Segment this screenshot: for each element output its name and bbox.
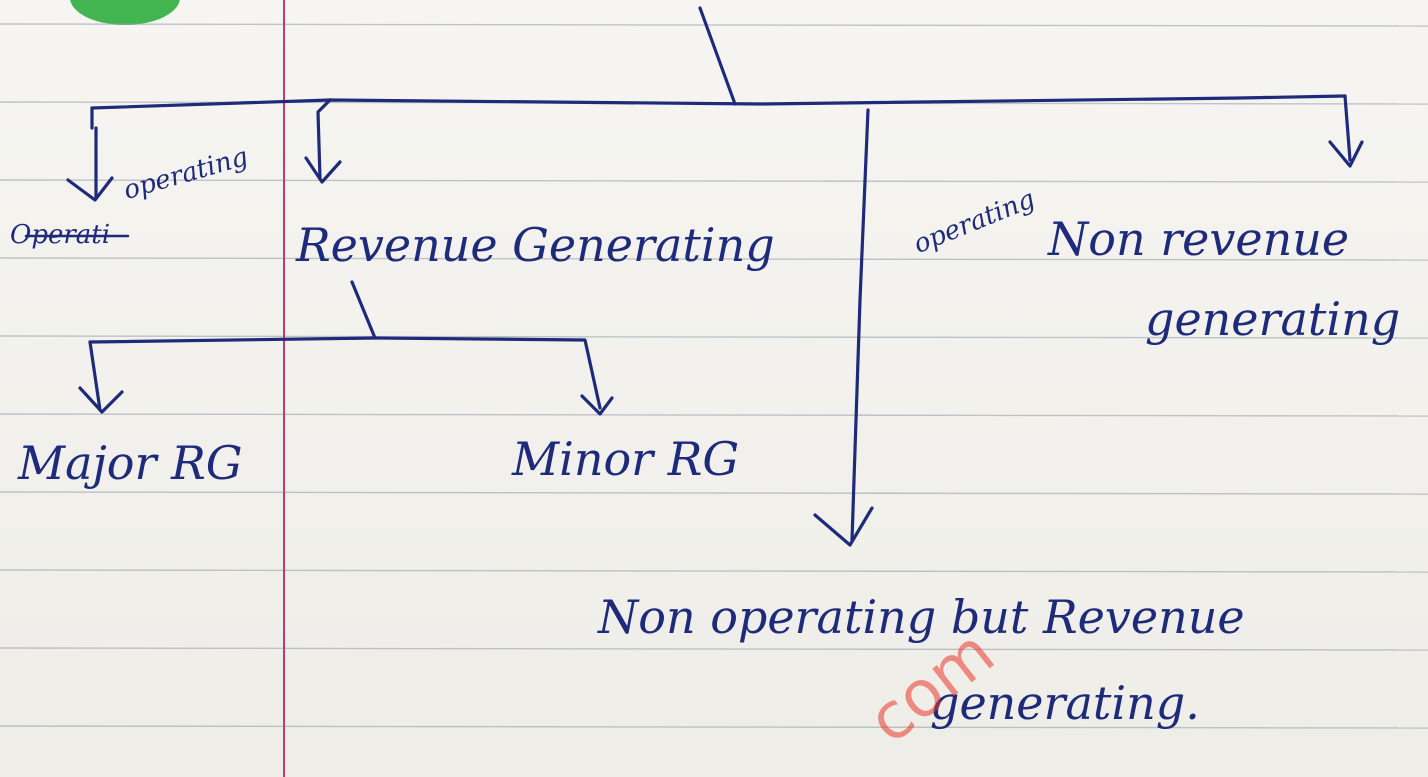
ruled-line (0, 569, 1428, 573)
minor-arrowhead (580, 394, 614, 416)
ruled-line (0, 647, 1428, 651)
label-revenue-generating: Revenue Generating (296, 218, 775, 272)
left-arrowhead (66, 176, 114, 202)
ruled-line (0, 335, 1428, 339)
flowchart-connectors (24, 6, 1364, 547)
label-non-operating-generating: generating. (930, 676, 1200, 730)
ruled-line (0, 257, 1428, 261)
label-non-revenue: Non revenue (1048, 212, 1350, 266)
rg-horizontal-line (88, 336, 602, 410)
center-down-line (850, 108, 870, 542)
label-non-operating: Non operating but Revenue (598, 590, 1245, 644)
major-branch-line (88, 340, 102, 412)
ruled-line (0, 491, 1428, 495)
ruled-line (0, 23, 1428, 27)
label-strike-operati: Operati (10, 220, 111, 250)
ruled-line (0, 179, 1428, 183)
revenue-arrowhead (304, 156, 342, 184)
center-arrowhead (813, 506, 874, 547)
label-non-revenue-generating: generating (1145, 292, 1401, 346)
nonrevenue-branch-line (1343, 94, 1352, 162)
nonrevenue-arrowhead (1328, 140, 1364, 168)
top-stem-line (698, 6, 737, 106)
ruled-line (0, 725, 1428, 729)
major-arrowhead (78, 386, 124, 414)
left-branch-line (90, 106, 98, 200)
ruled-line (0, 413, 1428, 417)
label-minor-rg: Minor RG (512, 432, 740, 486)
main-horizontal-line (90, 94, 1347, 110)
label-major-rg: Major RG (18, 436, 243, 490)
revenue-branch-line (316, 98, 332, 180)
rg-stem-line (350, 280, 377, 340)
